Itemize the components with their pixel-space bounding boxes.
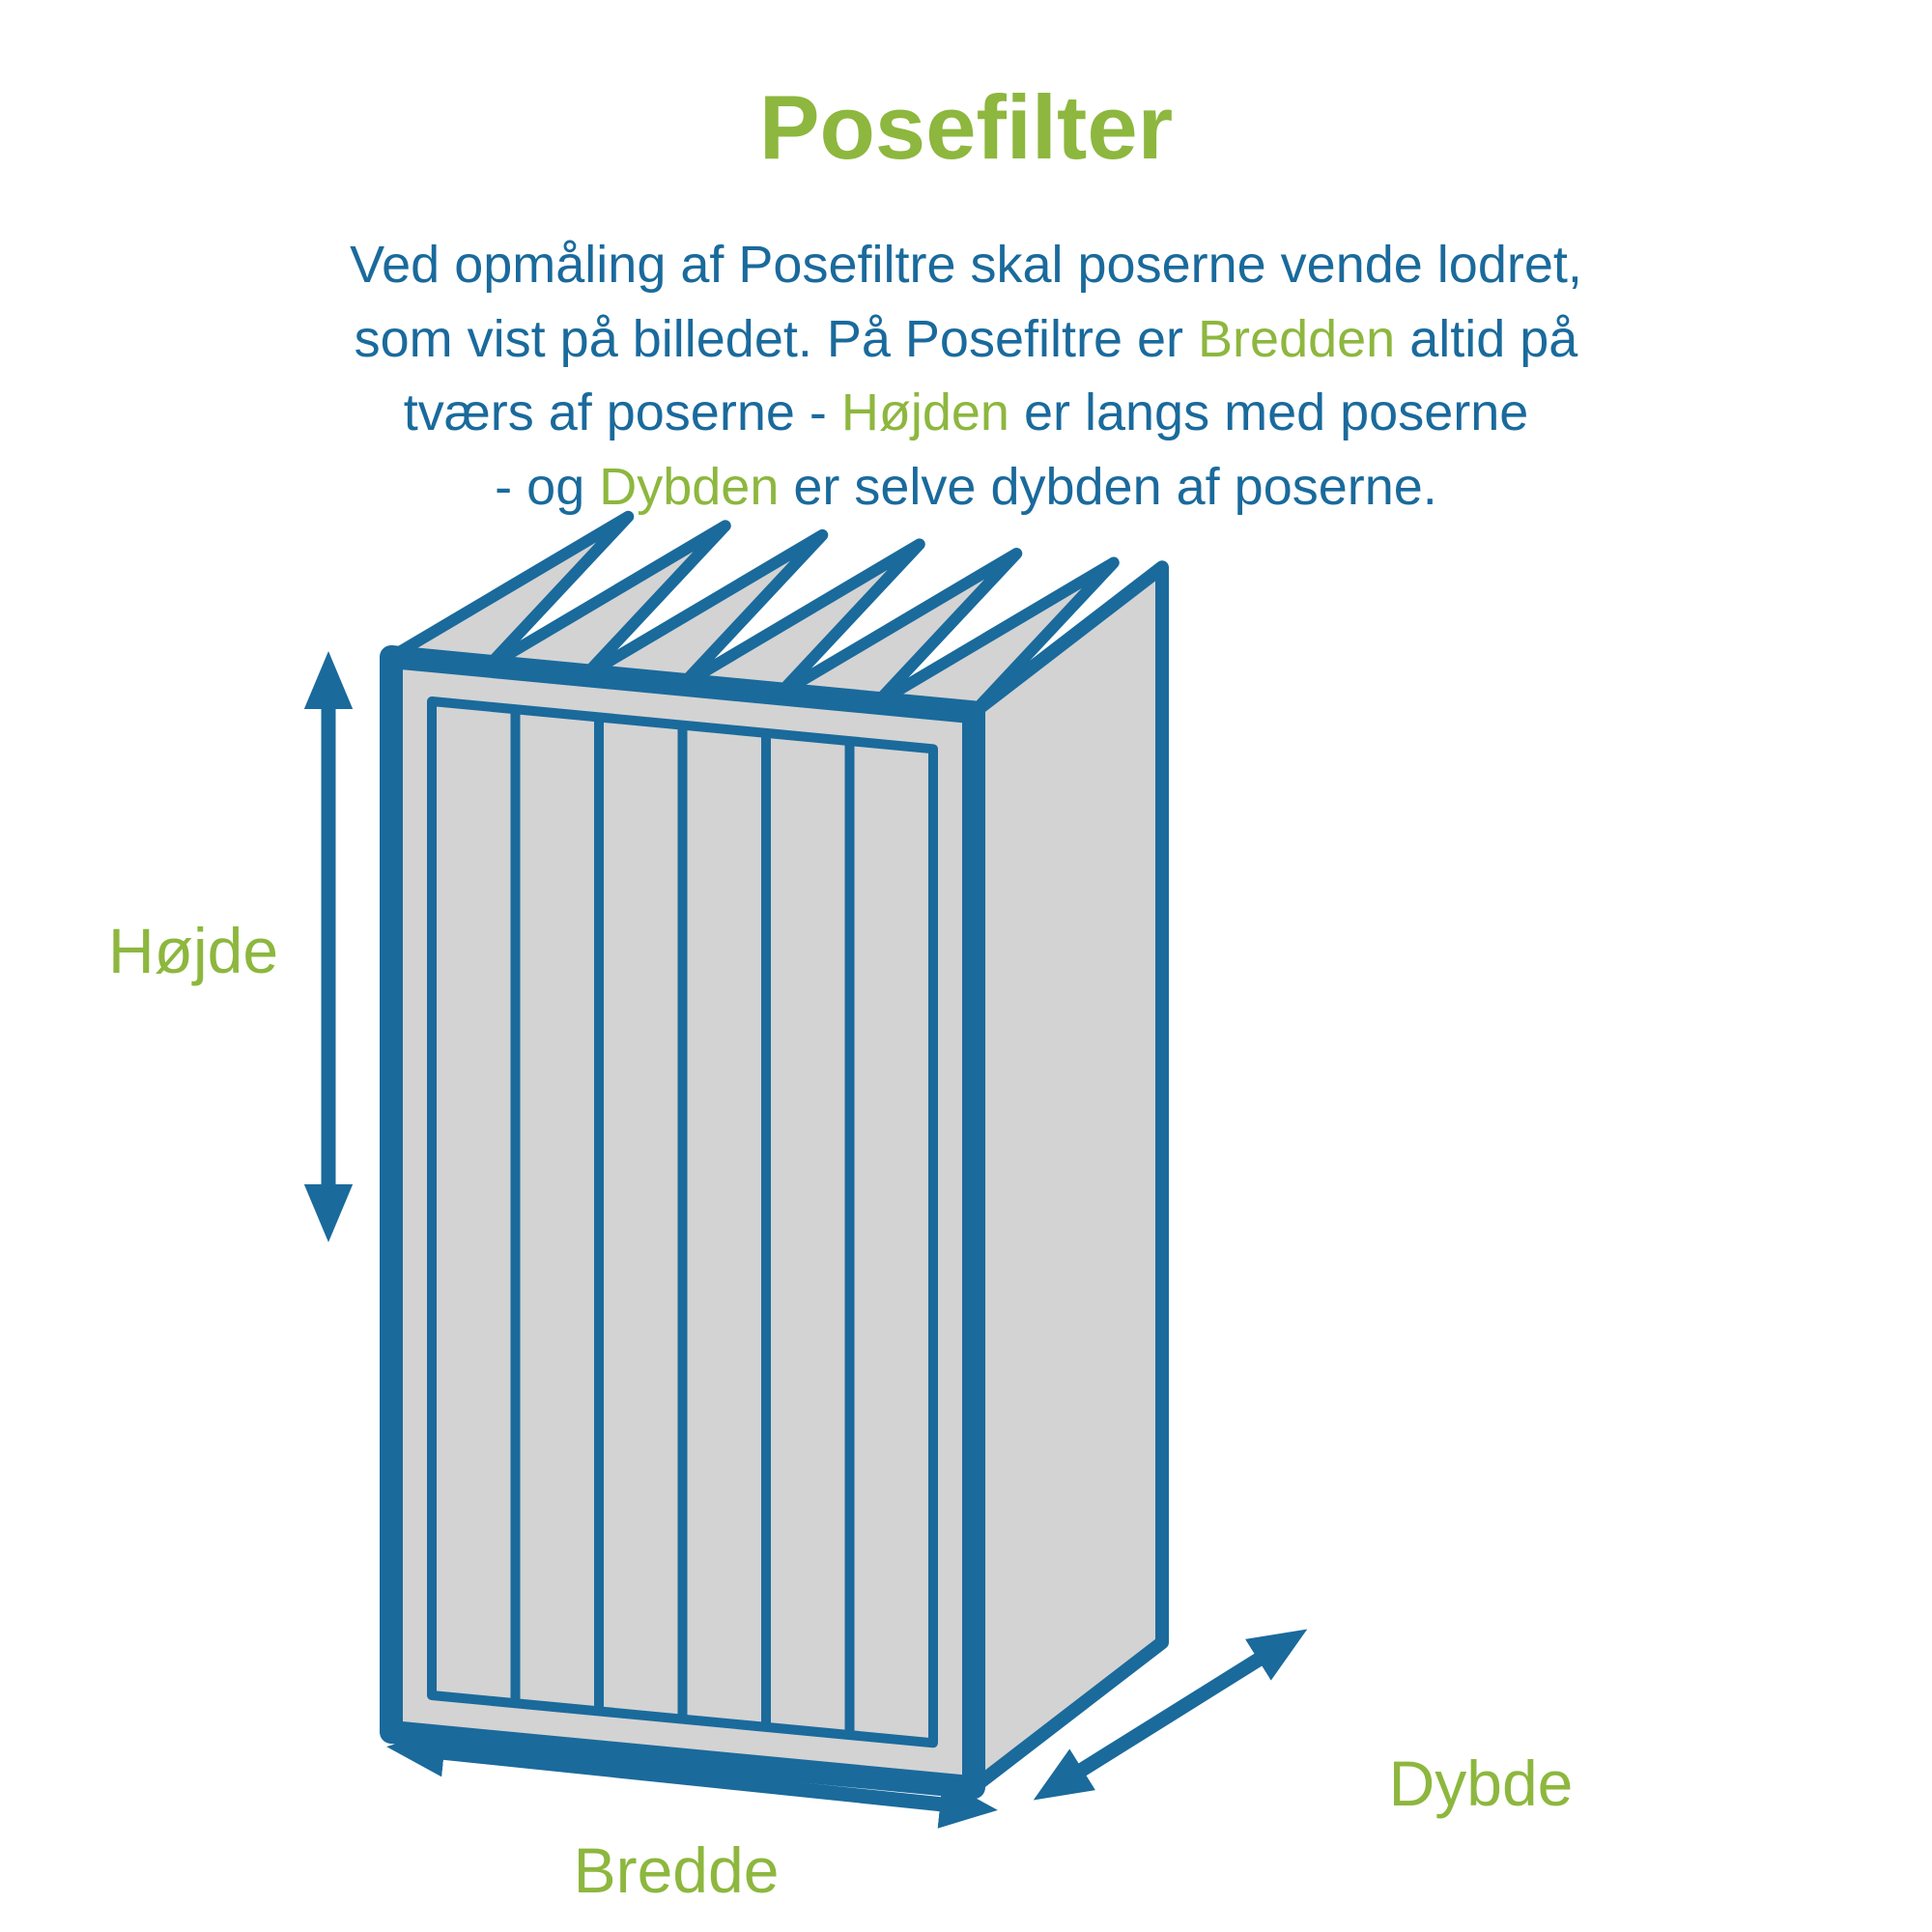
keyword-bredden: Bredden	[1198, 309, 1396, 368]
description-text-4b: er selve dybden af poserne.	[779, 458, 1437, 517]
depth-arrow	[1033, 1629, 1308, 1801]
description-text-1: Ved opmåling af Posefiltre skal poserne …	[350, 236, 1582, 294]
description-text-3b: er langs med poserne	[1009, 384, 1529, 442]
depth-label: Dybde	[1388, 1747, 1574, 1819]
description-text-2a: som vist på billedet. På Posefiltre er	[354, 309, 1199, 368]
height-label: Højde	[107, 915, 279, 986]
description: Ved opmåling af Posefiltre skal poserne …	[0, 228, 1932, 525]
width-arrow	[386, 1728, 998, 1829]
keyword-hojden: Højden	[840, 384, 1009, 442]
bag-filter-illustration	[303, 510, 1308, 1829]
description-text-2b: altid på	[1395, 309, 1578, 368]
filter-side-panel	[967, 560, 1169, 1795]
page-title: Posefilter	[758, 76, 1174, 178]
description-text-4a: - og	[495, 458, 600, 517]
keyword-dybden: Dybden	[599, 458, 780, 517]
description-text-3a: tværs af poserne -	[403, 384, 841, 442]
filter-front-frame	[380, 645, 985, 1800]
width-label: Bredde	[573, 1834, 780, 1906]
